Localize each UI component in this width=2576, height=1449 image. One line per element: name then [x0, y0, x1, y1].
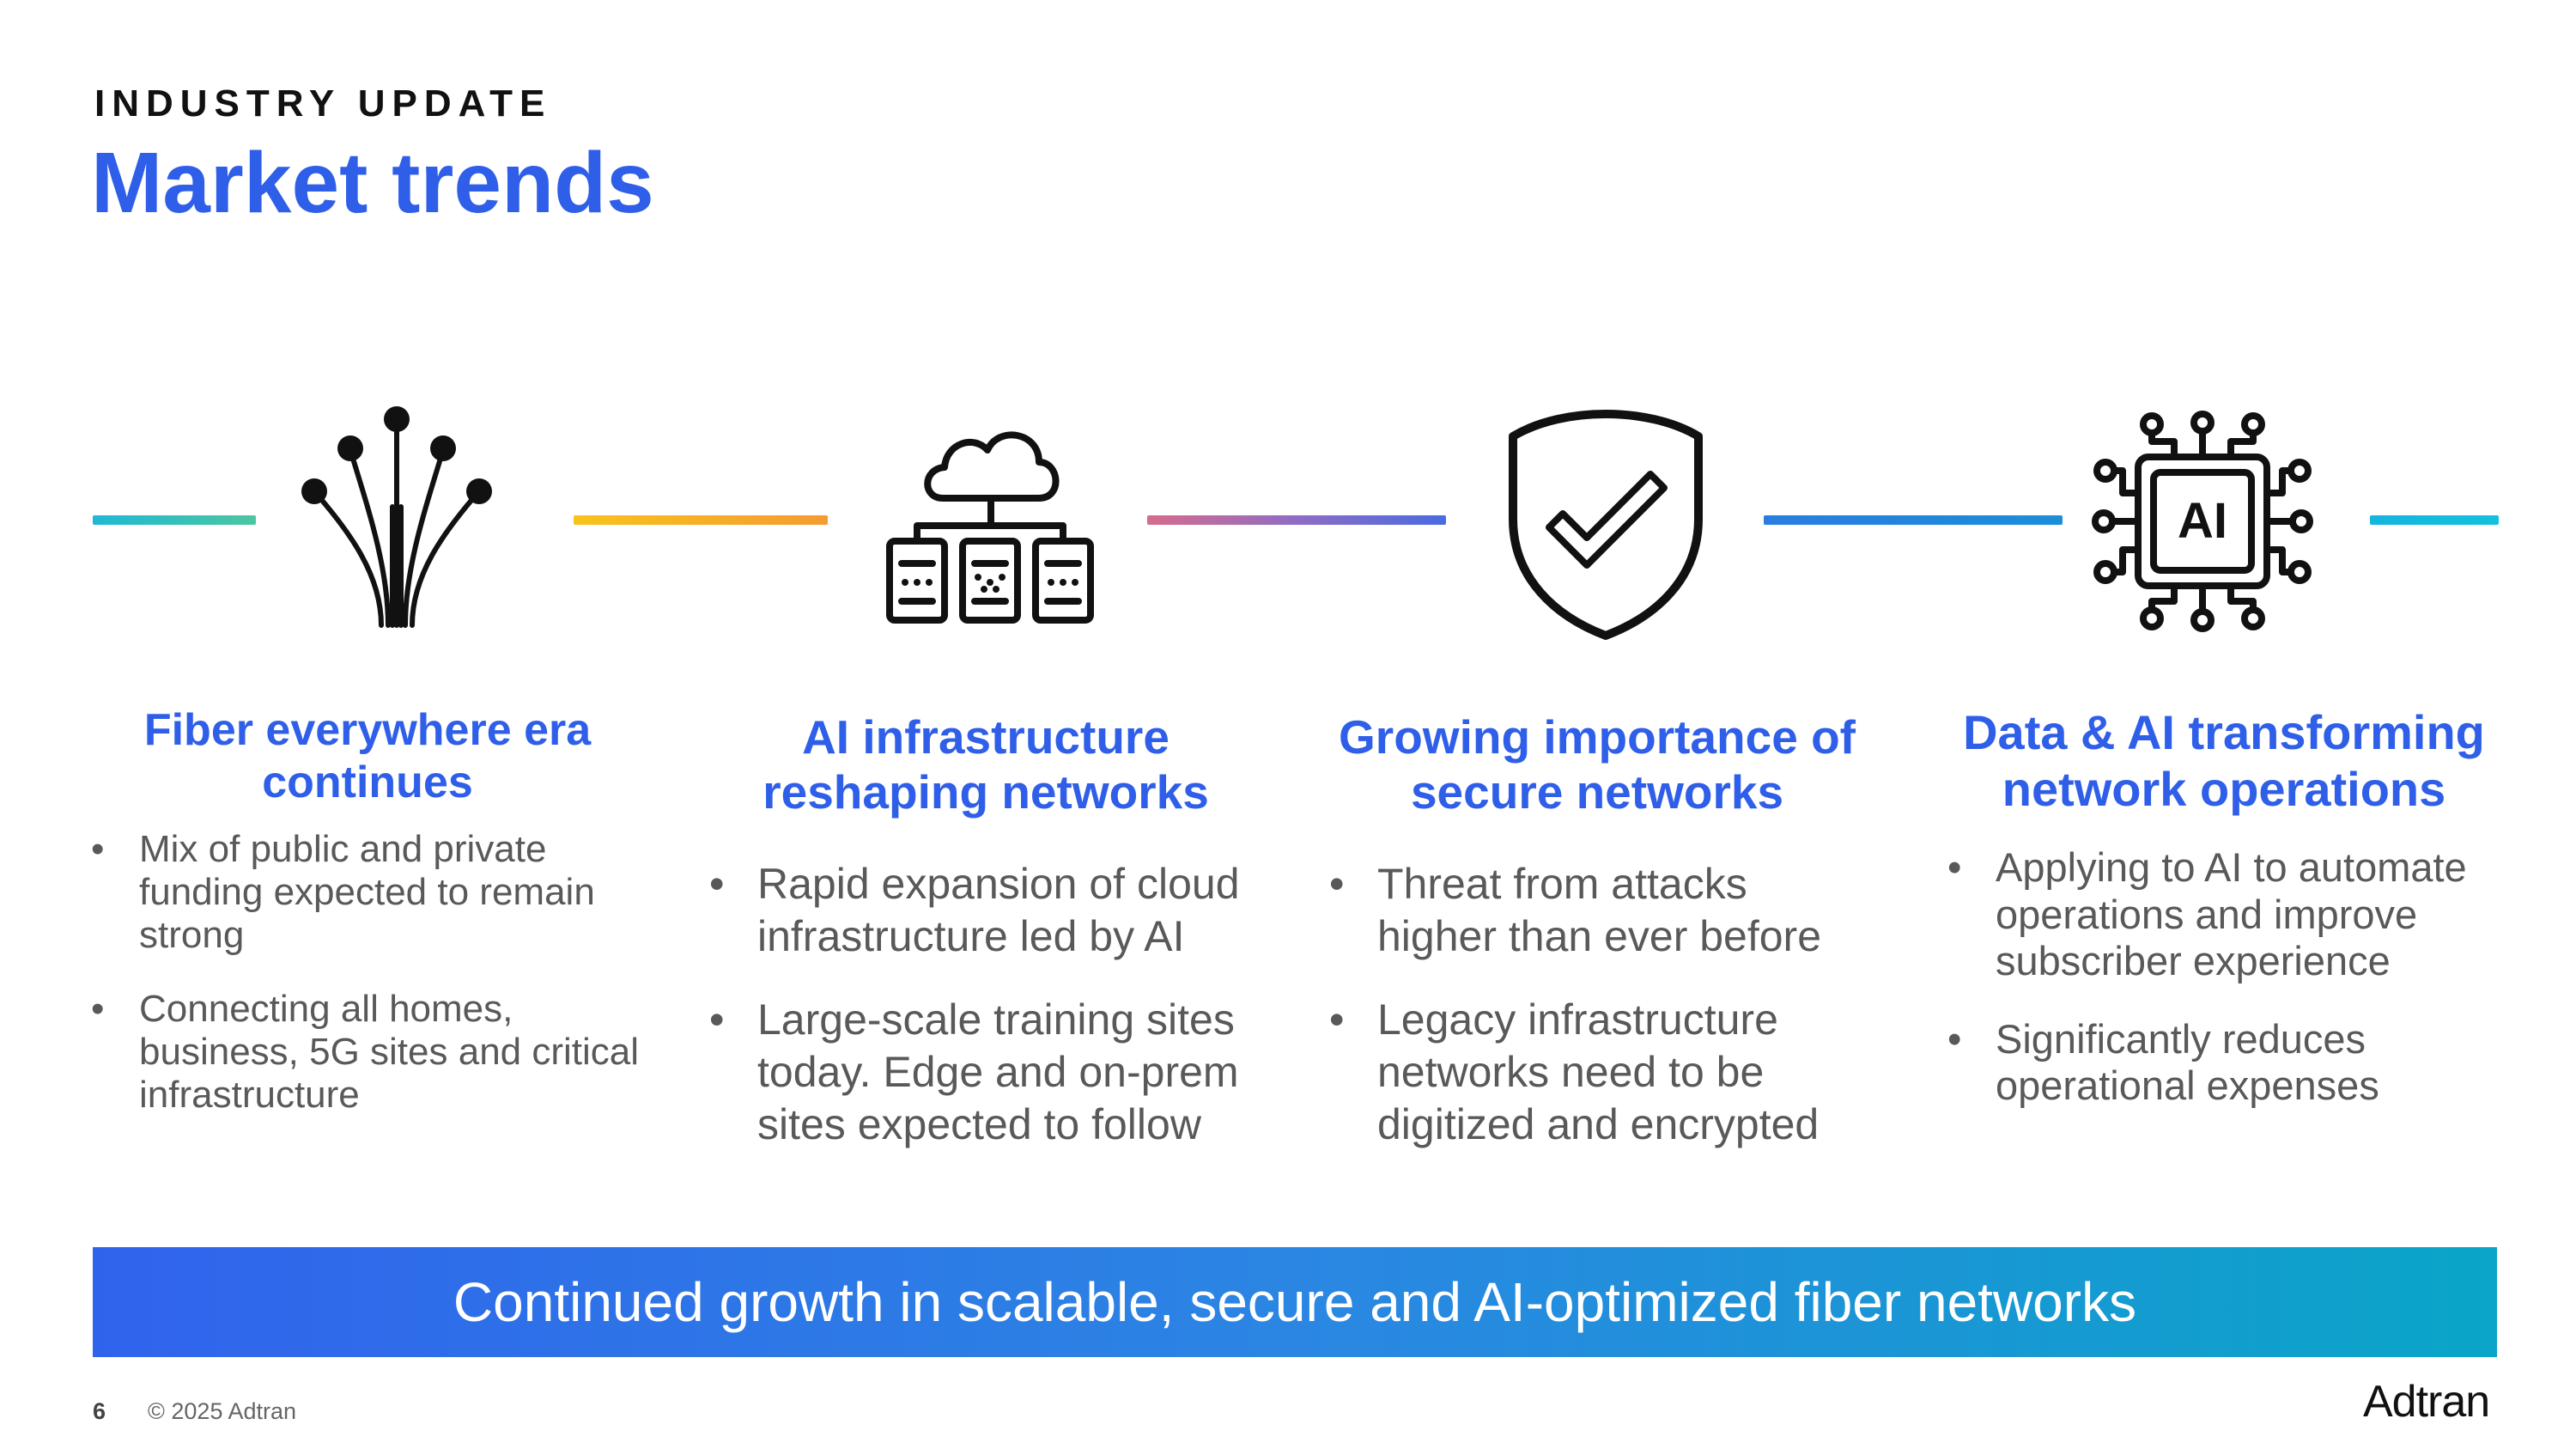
page-number: 6	[93, 1398, 106, 1424]
copyright: © 2025 Adtran	[148, 1398, 297, 1424]
trend-heading: Data & AI transforming network operation…	[1963, 705, 2485, 816]
shield-check-icon	[1509, 410, 1703, 640]
trend-bullets: Threat from attacks higher than ever bef…	[1314, 858, 1898, 1151]
trend-column-secure-networks: Growing importance of secure networks Th…	[1314, 709, 1898, 1182]
trend-bullets: Rapid expansion of cloud infrastructure …	[694, 858, 1278, 1151]
trend-column-ai-infrastructure: AI infrastructure reshaping networks Rap…	[694, 709, 1278, 1182]
cloud-servers-icon	[886, 431, 1094, 624]
trend-bullet: Threat from attacks higher than ever bef…	[1329, 858, 1858, 963]
connector-line-4	[1764, 515, 2063, 525]
trend-heading: AI infrastructure reshaping networks	[762, 710, 1209, 819]
chip-label: AI	[2178, 493, 2227, 549]
trend-bullet: Applying to AI to automate operations an…	[1947, 844, 2511, 985]
trend-bullets: Applying to AI to automate operations an…	[1932, 844, 2516, 1110]
trend-bullet: Rapid expansion of cloud infrastructure …	[709, 858, 1273, 963]
summary-banner-text: Continued growth in scalable, secure and…	[453, 1271, 2137, 1333]
summary-banner: Continued growth in scalable, secure and…	[93, 1247, 2497, 1357]
trend-column-data-ai: Data & AI transforming network operation…	[1932, 704, 2516, 1141]
eyebrow-label: INDUSTRY UPDATE	[94, 82, 552, 125]
trend-bullets: Mix of public and private funding expect…	[76, 828, 659, 1117]
trend-bullet: Mix of public and private funding expect…	[91, 828, 671, 957]
trend-bullet: Significantly reduces operational expens…	[1947, 1016, 2476, 1110]
fiber-icon	[301, 406, 492, 628]
trend-heading: Growing importance of secure networks	[1339, 710, 1856, 819]
ai-chip-icon: AI	[2092, 411, 2313, 632]
trend-column-fiber: Fiber everywhere era continues Mix of pu…	[76, 704, 659, 1148]
trend-bullet: Legacy infrastructure networks need to b…	[1329, 994, 1893, 1151]
connector-line-1	[93, 515, 256, 525]
connector-line-5	[2370, 515, 2499, 525]
connector-line-3	[1147, 515, 1446, 525]
adtran-logo: Adtran	[2363, 1377, 2490, 1427]
trend-heading: Fiber everywhere era continues	[143, 705, 592, 807]
trend-bullet: Connecting all homes, business, 5G sites…	[91, 988, 654, 1117]
connector-line-2	[574, 515, 828, 525]
trend-bullet: Large-scale training sites today. Edge a…	[709, 994, 1281, 1151]
page-title: Market trends	[91, 135, 654, 231]
